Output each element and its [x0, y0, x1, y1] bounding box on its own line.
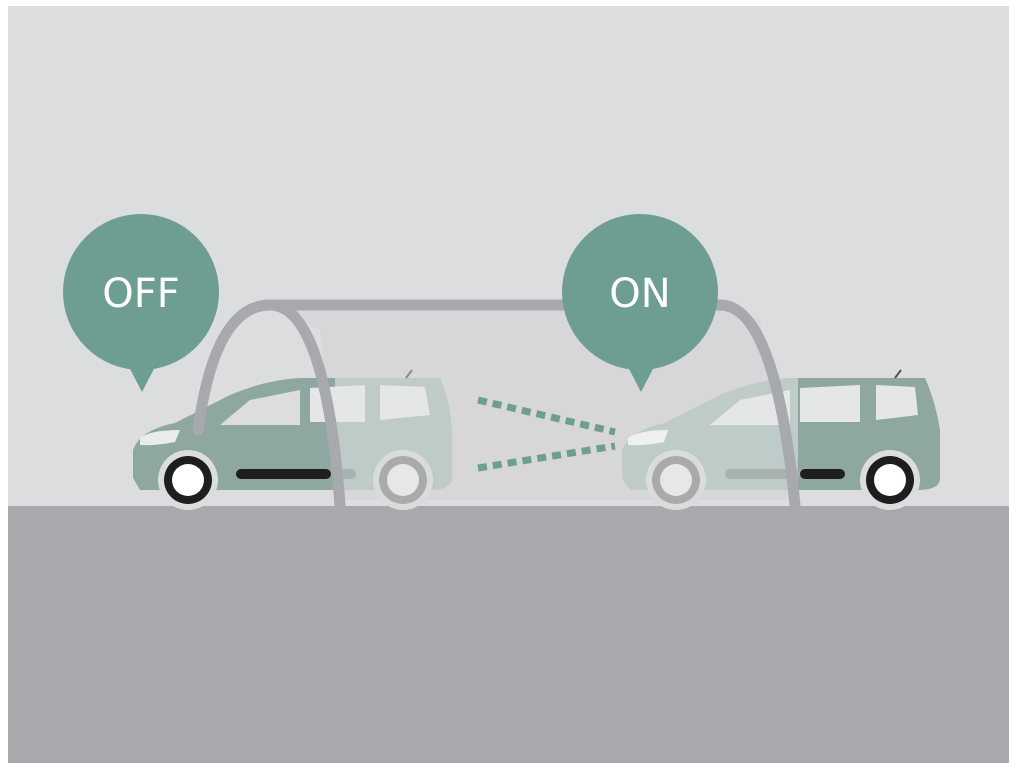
car-left-window-mid	[310, 385, 365, 422]
car-left-wheel-front-rim	[172, 464, 204, 496]
car-right-window-rear	[876, 385, 918, 420]
car-right-side-strip	[800, 469, 845, 479]
ground	[8, 506, 1009, 763]
off-label: OFF	[102, 271, 180, 317]
car-left-side-strip	[236, 469, 331, 479]
car-left-window-rear	[380, 385, 430, 420]
car-right-wheel-front-rim	[660, 464, 692, 496]
on-label: ON	[609, 271, 670, 317]
car-left-wheel-rear-rim	[387, 464, 419, 496]
car-right-window-mid	[800, 385, 860, 422]
car-right-wheel-rear-rim	[874, 464, 906, 496]
